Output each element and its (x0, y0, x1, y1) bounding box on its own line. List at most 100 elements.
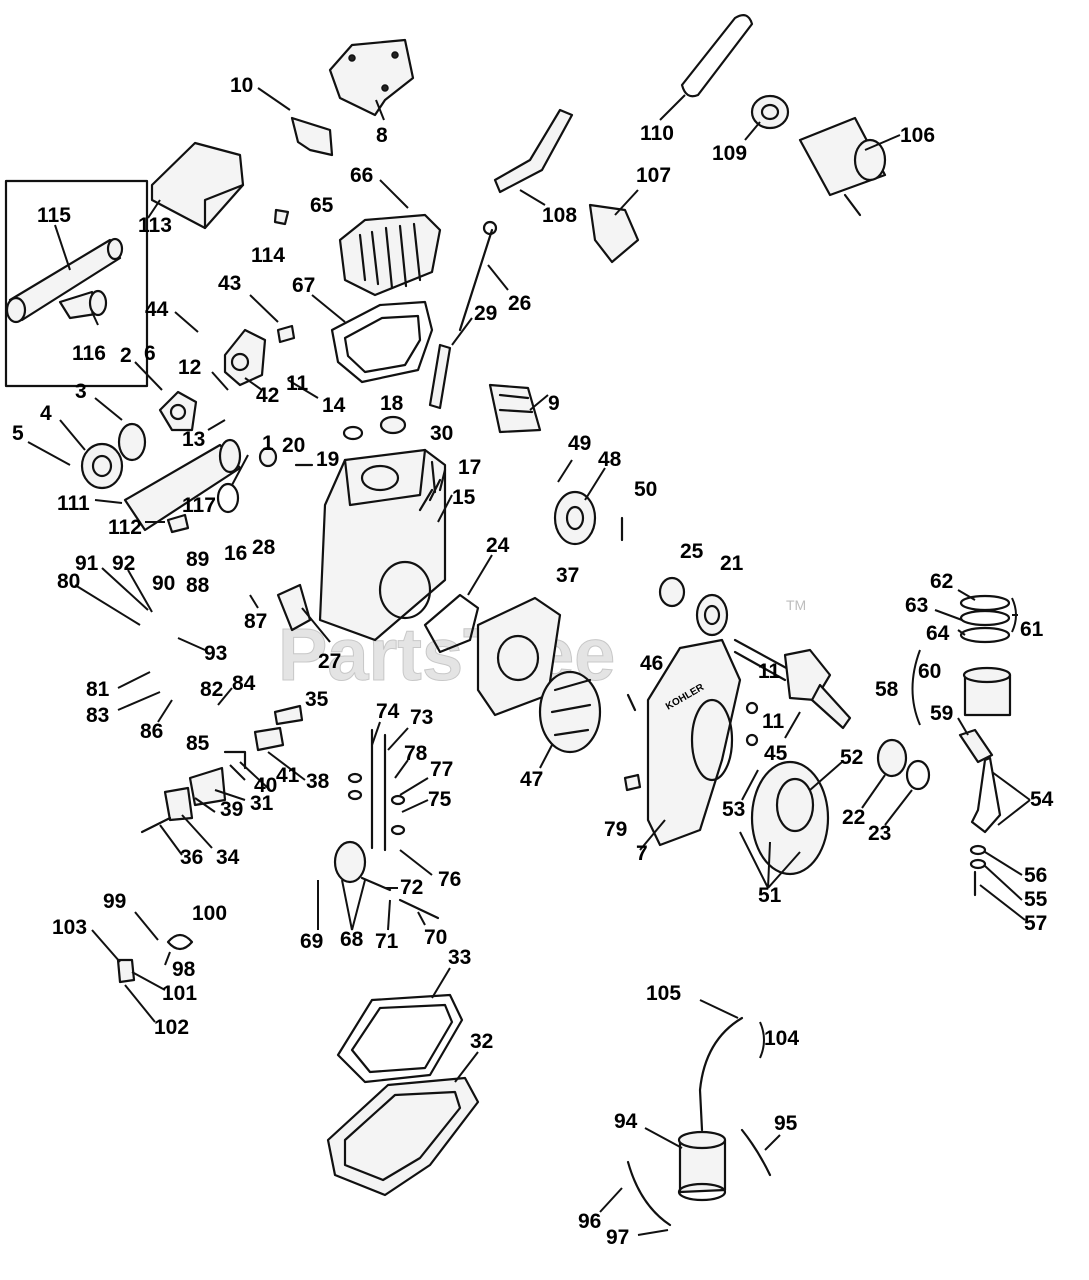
callout-60: 59 (930, 702, 953, 725)
callout-41: 40 (254, 774, 277, 797)
callout-3: 3 (75, 380, 87, 403)
leader-56 (984, 865, 1023, 901)
gasket-44 (276, 324, 296, 344)
leader-46 (784, 711, 801, 739)
leader-107 (864, 134, 901, 151)
callout-61: 60 (918, 660, 941, 683)
callout-26: 25 (680, 540, 704, 563)
callout-90: 89 (186, 548, 209, 571)
wire-97 (626, 1160, 672, 1227)
leader-97 (599, 1187, 623, 1213)
callout-13: 12 (178, 356, 201, 379)
leader-40 (194, 797, 216, 813)
engine-block-16 (318, 448, 447, 642)
leader-28 (301, 607, 331, 643)
callout-34: 33 (448, 946, 471, 969)
leader-10 (257, 87, 291, 111)
callout-81: 80 (57, 570, 80, 593)
callout-107: 106 (900, 124, 935, 147)
plug-80 (623, 773, 642, 792)
callout-84: 83 (86, 704, 109, 727)
callout-25: 24 (486, 534, 510, 557)
callout-89: 88 (186, 574, 210, 597)
gasket-68 (330, 300, 434, 384)
leader-44 (249, 294, 279, 323)
callout-83: 82 (200, 678, 223, 701)
leader-114 (147, 199, 161, 219)
elbow-2 (158, 390, 198, 432)
pin-60 (958, 728, 994, 764)
leader-98 (637, 1229, 669, 1236)
cleaner-4 (80, 442, 124, 490)
callout-37: 36 (180, 846, 203, 869)
bracket-10 (290, 116, 334, 157)
ring-63 (959, 594, 1011, 612)
callout-106: 105 (646, 982, 681, 1005)
callout-27: 26 (508, 292, 531, 315)
callout-74: 73 (410, 706, 433, 729)
callout-82: 81 (86, 678, 110, 701)
callout-73: 72 (400, 876, 423, 899)
callout-31: 30 (430, 422, 453, 445)
leader-88 (249, 594, 259, 609)
leader-106 (699, 999, 739, 1019)
callout-58: 57 (1024, 912, 1047, 935)
leader-60 (957, 717, 969, 736)
callout-86: 85 (186, 732, 210, 755)
leader-84 (117, 691, 161, 711)
leader-4 (59, 419, 86, 451)
leader-54 (741, 769, 759, 801)
callout-113: 112 (108, 516, 142, 539)
leader-82 (117, 671, 151, 689)
leader-13 (211, 371, 229, 391)
leader-69 (341, 879, 366, 931)
leader-117 (91, 311, 99, 326)
leader-65 (957, 629, 966, 636)
callout-102: 101 (162, 982, 197, 1005)
leader-37 (159, 824, 183, 856)
ring-1 (216, 482, 240, 514)
leader-77 (399, 849, 433, 876)
callout-97: 96 (578, 1210, 601, 1233)
callout-70: 69 (300, 930, 323, 953)
leader-33 (454, 1051, 479, 1083)
leader-81 (74, 584, 141, 626)
callout-5: 5 (12, 422, 24, 445)
leader-24 (884, 789, 913, 826)
clip-103 (116, 958, 136, 984)
callout-10: 10 (230, 74, 253, 97)
leader-49 (584, 467, 606, 501)
connecting-rod-55 (970, 756, 1002, 834)
callout-39: 38 (306, 770, 330, 793)
leader-14 (207, 419, 226, 431)
lever-109 (493, 108, 574, 194)
leader-62 (1011, 597, 1018, 633)
leader-103 (124, 984, 156, 1023)
coil-95 (677, 1130, 727, 1202)
leader-76 (401, 799, 429, 813)
leader-100 (134, 911, 159, 941)
plate-9 (488, 383, 542, 434)
plate-32 (188, 766, 227, 807)
leader-67 (379, 179, 409, 209)
leader-104 (91, 929, 121, 963)
trademark-mark: TM (786, 597, 806, 613)
gasket-34 (336, 993, 464, 1084)
callout-2: 2 (120, 344, 132, 367)
callout-118: 117 (182, 494, 216, 517)
rod-27 (458, 228, 494, 332)
callout-78: 77 (430, 758, 453, 781)
leader-93 (127, 569, 153, 613)
callout-11a: 11 (758, 660, 781, 683)
bearing-23 (876, 738, 908, 778)
callout-16: 15 (452, 486, 476, 509)
callout-29: 28 (252, 536, 276, 559)
callout-8: 8 (376, 124, 388, 147)
key-11b (745, 733, 759, 747)
lead-106 (698, 1016, 744, 1132)
callout-42: 41 (276, 764, 300, 787)
washer-57 (969, 844, 987, 856)
leader-58 (979, 884, 1026, 921)
leader-74 (387, 727, 409, 751)
callout-111: 110 (640, 122, 674, 145)
